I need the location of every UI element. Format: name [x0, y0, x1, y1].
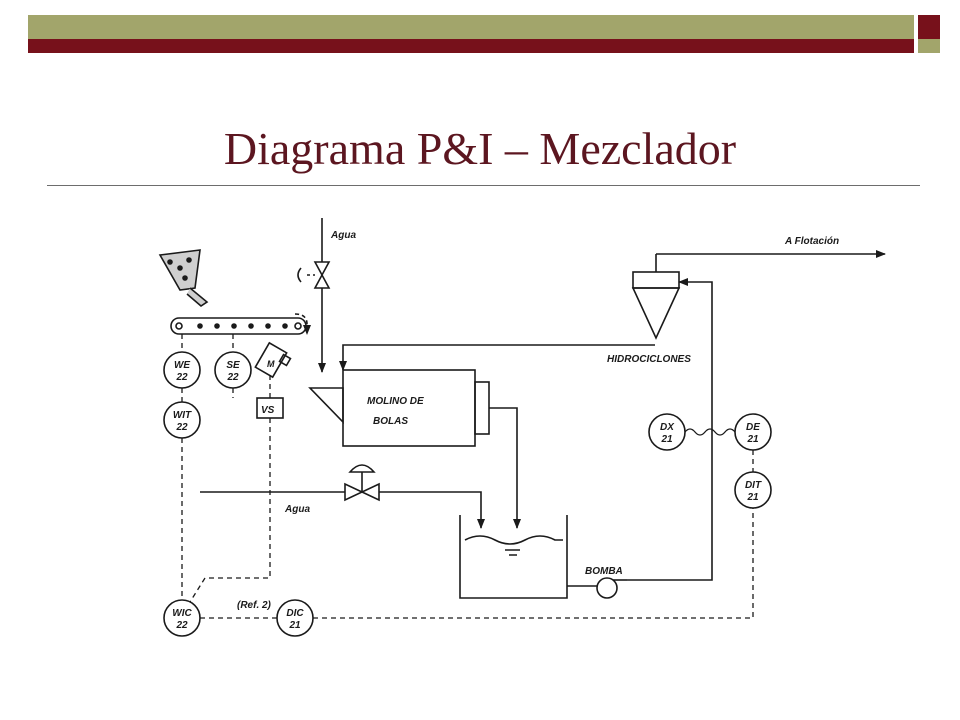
- header-decoration: [28, 15, 914, 53]
- label-motor: M: [267, 359, 275, 369]
- label-bomba: BOMBA: [585, 566, 623, 577]
- slide-title: Diagrama P&I – Mezclador: [223, 123, 737, 174]
- label-ref: (Ref. 2): [237, 600, 272, 611]
- dic-num: 21: [288, 620, 301, 631]
- dx-tag: DX: [660, 422, 675, 433]
- wit-tag: WIT: [173, 410, 192, 421]
- label-molino-line1: MOLINO DE: [367, 396, 424, 407]
- instrument-bubbles: [163, 351, 772, 637]
- control-valve-icon: [344, 464, 380, 502]
- wic-tag: WIC: [172, 608, 192, 619]
- ball-mill-icon: [308, 369, 490, 447]
- conveyor-belt-icon: [170, 317, 307, 335]
- we-tag: WE: [174, 360, 190, 371]
- hydrocyclone-icon: [631, 254, 681, 340]
- label-a-flotacion: A Flotación: [784, 236, 839, 247]
- header-bar-olive: [28, 15, 914, 39]
- de-num: 21: [746, 434, 759, 445]
- wit-num: 22: [175, 422, 188, 433]
- sensor-link-wave: [684, 428, 736, 436]
- se-num: 22: [226, 372, 239, 383]
- corner-olive: [918, 39, 940, 53]
- label-agua-top: Agua: [330, 230, 356, 241]
- dx-num: 21: [660, 434, 673, 445]
- dit-tag: DIT: [745, 480, 762, 491]
- de-tag: DE: [746, 422, 760, 433]
- se-tag: SE: [226, 360, 240, 371]
- dic-tag: DIC: [286, 608, 304, 619]
- motor-icon: [254, 341, 292, 379]
- corner-maroon: [918, 15, 940, 39]
- label-vs: VS: [261, 405, 275, 416]
- signal-lines: [181, 334, 754, 619]
- pump-icon: [596, 577, 627, 599]
- hopper-icon: [158, 249, 209, 308]
- we-num: 22: [175, 372, 188, 383]
- wic-num: 22: [175, 620, 188, 631]
- manual-valve-top-icon: [297, 261, 331, 289]
- dit-num: 21: [746, 492, 759, 503]
- title-underline: [47, 185, 920, 186]
- label-molino-line2: BOLAS: [373, 416, 408, 427]
- sump-tank-icon: [459, 515, 568, 599]
- label-agua-left: Agua: [284, 504, 310, 515]
- label-hidrociclones: HIDROCICLONES: [607, 354, 691, 365]
- header-bar-maroon: [28, 39, 914, 53]
- pid-diagram: Agua A Flotación HIDROCICLONES MOLINO DE…: [145, 210, 905, 660]
- header-corner-block: [918, 15, 940, 53]
